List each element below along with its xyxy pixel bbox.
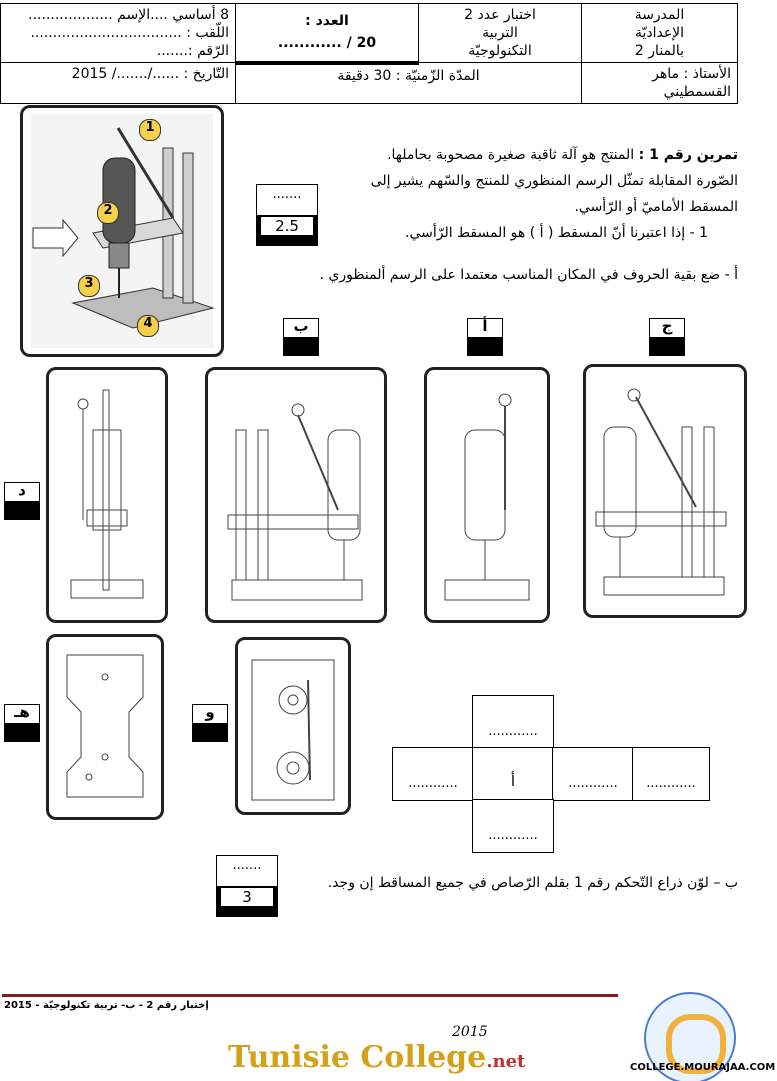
drill-press-perspective-image	[31, 114, 215, 348]
footer-rule	[2, 994, 618, 997]
score-box-1-blank: .......	[272, 187, 302, 202]
school-line-2: الإعداديّة	[634, 25, 685, 41]
grid-bottom-text: ............	[488, 828, 538, 843]
label-box-top-mid: أ	[467, 317, 503, 356]
label-bottom-left: هـ	[14, 703, 30, 721]
label-box-left-side: د	[4, 481, 40, 520]
grid-cell-left[interactable]: ............	[392, 747, 474, 801]
score-value: ............ / 20	[277, 35, 377, 51]
callout-3: 3	[78, 275, 100, 297]
question-a: أ - ضع بقية الحروف في المكان المناسب معت…	[319, 267, 738, 283]
callout-1: 1	[139, 119, 161, 141]
grid-center-text: أ	[510, 772, 516, 790]
school-line-3: بالمنار 2	[634, 43, 685, 59]
top-view-drawing	[251, 659, 335, 801]
front-view-c-drawing	[595, 388, 727, 596]
view-frame-side-left	[46, 367, 168, 623]
view-frame-bottom	[46, 634, 164, 820]
label-box-top-right: ج	[649, 317, 685, 356]
footer-brand: Tunisie College	[228, 1040, 487, 1075]
score-box-1: ....... 2.5	[256, 184, 318, 246]
bottom-view-drawing	[66, 654, 144, 798]
exam-title-cell: اختبار عدد 2 التربية التكنولوجيّة	[418, 3, 582, 63]
date-text: التّاريخ : ....../......./ 2015	[71, 66, 229, 82]
label-box-bottom-left: هـ	[4, 703, 40, 742]
exam-line-3: التكنولوجيّة	[468, 43, 532, 59]
view-frame-top	[235, 637, 351, 815]
callout-2: 2	[97, 202, 119, 224]
grid-cell-top[interactable]: ............	[472, 695, 554, 749]
grid-cell-right2[interactable]: ............	[632, 747, 710, 801]
label-bottom-mid: و	[205, 703, 215, 721]
grid-right2-text: ............	[646, 776, 696, 791]
exam-line-2: التربية	[482, 25, 518, 41]
question-1: 1 - إذا اعتبرنا أنّ المسقط ( أ ) هو المس…	[405, 225, 708, 241]
label-left-side: د	[18, 481, 26, 499]
student-surname-line: اللّقب : ...............................…	[30, 25, 229, 41]
student-number-line: الرّقم :.......	[156, 43, 229, 59]
footer-site: COLLEGE.MOURAJAA.COM	[630, 1062, 776, 1073]
label-box-top-left: ب	[283, 317, 319, 356]
teacher-cell: الأستاذ : ماهر القسمطيني	[581, 62, 738, 104]
score-cell: العدد : ............ / 20	[235, 3, 419, 65]
header-table: 8 أساسي ....الإسم ................... ال…	[0, 3, 738, 104]
side-view-drawing	[70, 389, 144, 599]
front-view-a-drawing	[227, 403, 363, 601]
grid-top-text: ............	[488, 724, 538, 739]
exercise-title-line: تمرين رقم 1 : المنتج هو آلة ثاقبة صغيرة …	[240, 142, 738, 168]
student-name-line: 8 أساسي ....الإسم ...................	[28, 7, 229, 23]
grid-cell-bottom[interactable]: ............	[472, 799, 554, 853]
duration-cell: المدّة الزّمنيّة : 30 دقيقة	[235, 62, 582, 104]
teacher-text: الأستاذ : ماهر القسمطيني	[652, 66, 731, 100]
grid-right1-text: ............	[568, 776, 618, 791]
school-seal-logo	[644, 992, 736, 1081]
school-cell: المدرسة الإعداديّة بالمنار 2	[581, 3, 738, 63]
date-cell: التّاريخ : ....../......./ 2015	[0, 62, 236, 104]
score-box-1-value: 2.5	[261, 215, 313, 235]
exercise-intro: المنتج هو آلة ثاقبة صغيرة مصحوبة بحاملها…	[387, 147, 635, 163]
school-line-1: المدرسة	[634, 7, 685, 23]
question-b: ب – لوّن ذراع التّحكم رقم 1 بقلم الرّصاص…	[327, 875, 738, 891]
duration-text: المدّة الزّمنيّة : 30 دقيقة	[337, 67, 480, 84]
label-top-left: ب	[293, 317, 309, 335]
label-top-mid: أ	[482, 317, 488, 335]
score-box-2-blank: .......	[232, 858, 262, 873]
exercise-line-3: المسقط الأماميّ أو الرّأسي.	[574, 199, 738, 215]
exercise-title: تمرين رقم 1 :	[638, 147, 738, 163]
perspective-drawing-frame: 1 2 3 4	[20, 105, 224, 357]
score-box-2: ....... 3	[216, 855, 278, 917]
footer-text: إختبار رقم 2 - ب- تربية تكنولوجيّة - 201…	[4, 1000, 209, 1011]
callout-4: 4	[137, 315, 159, 337]
grid-cell-right1[interactable]: ............	[552, 747, 634, 801]
footer-brand-logo: Tunisie College.net	[228, 1040, 525, 1075]
view-frame-front-c	[583, 364, 747, 618]
footer-brand-suffix: .net	[486, 1051, 526, 1072]
view-frame-side-a	[424, 367, 550, 623]
exercise-text-block: تمرين رقم 1 : المنتج هو آلة ثاقبة صغيرة …	[240, 142, 738, 246]
student-info-cell: 8 أساسي ....الإسم ................... ال…	[0, 3, 236, 63]
exam-line-1: اختبار عدد 2	[464, 7, 536, 23]
score-label: العدد :	[305, 13, 349, 29]
exercise-line-2: الصّورة المقابلة تمثّل الرسم المنظوري لل…	[370, 173, 738, 189]
view-frame-front-a	[205, 367, 387, 623]
label-box-bottom-mid: و	[192, 703, 228, 742]
footer-year: 2015	[452, 1024, 488, 1040]
score-box-2-value: 3	[221, 886, 273, 906]
side-view-a-drawing	[444, 393, 530, 601]
grid-cell-center: أ	[472, 747, 554, 801]
grid-left-text: ............	[408, 776, 458, 791]
label-top-right: ج	[661, 317, 673, 335]
